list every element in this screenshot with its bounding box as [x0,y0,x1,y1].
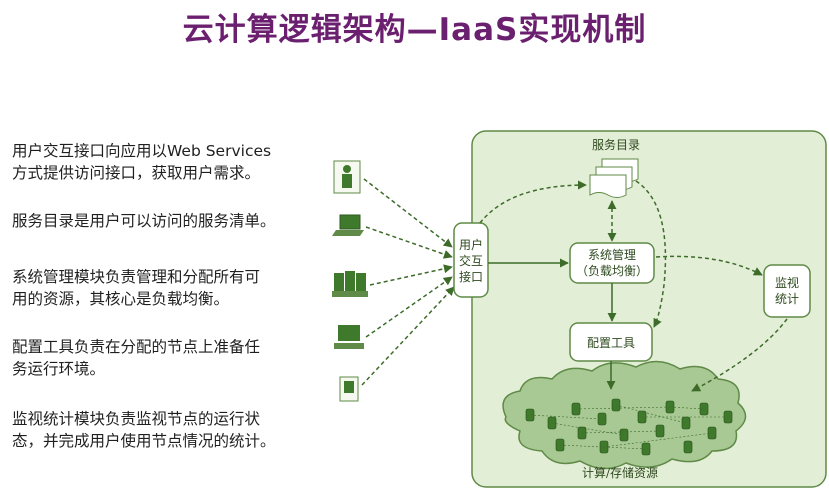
config-tool-label: 配置工具 [587,336,635,350]
paragraph-line: 监视统计模块负责监视节点的运行状 [12,410,261,428]
paragraph-user-interface: 用户交互接口向应用以Web Services 方式提供访问接口，获取用户需求。 [12,140,312,184]
resources-label: 计算/存储资源 [582,465,658,480]
user-interface-label: 接口 [459,269,483,284]
paragraph-line: 服务目录是用户可以访问的服务清单。 [12,212,276,230]
resource-mesh-lines [529,404,728,450]
server-cluster-icon [332,271,368,297]
paragraph-line: 方式提供访问接口，获取用户需求。 [12,164,261,182]
iaas-architecture-diagram: 用户 交互 接口 服务目录 系统管理 （负载均衡） 监视 统计 配置工具 [332,130,827,488]
laptop-icon [332,214,364,236]
user-interface-label: 交互 [459,253,483,268]
paragraph-line: 态，并完成用户使用节点情况的统计。 [12,432,276,450]
monitor-label: 监视 [775,275,799,290]
paragraph-line: 配置工具负责在分配的节点上准备任 [12,338,261,356]
paragraph-config-tool: 配置工具负责在分配的节点上准备任 务运行环境。 [12,336,312,380]
service-catalog-label: 服务目录 [592,137,640,152]
system-mgmt-label: 系统管理 [588,247,636,262]
paragraph-line: 用户交互接口向应用以Web Services [12,142,272,160]
dashed-flow-arrows [479,180,788,392]
paragraph-line: 系统管理模块负责管理和分配所有可 [12,268,261,286]
flow-arrows [488,258,617,390]
document-stack-icon [589,158,639,198]
paragraph-service-catalog: 服务目录是用户可以访问的服务清单。 [12,210,312,232]
paragraph-line: 用的资源，其核心是负载均衡。 [12,290,230,308]
mobile-device-icon [339,376,359,402]
paragraph-line: 务运行环境。 [12,360,106,378]
paragraph-monitor: 监视统计模块负责监视节点的运行状 态，并完成用户使用节点情况的统计。 [12,408,312,452]
page-title: 云计算逻辑架构—IaaS实现机制 [182,12,647,48]
paragraph-system-mgmt: 系统管理模块负责管理和分配所有可 用的资源，其核心是负载均衡。 [12,266,312,310]
workstation-icon [334,325,364,349]
system-mgmt-label: （负载均衡） [576,264,648,278]
user-interface-node [453,222,489,298]
user-person-icon [333,160,361,194]
monitor-node [763,264,811,318]
monitor-label: 统计 [775,292,799,306]
user-interface-label: 用户 [459,237,483,252]
device-request-arrows [361,178,455,386]
